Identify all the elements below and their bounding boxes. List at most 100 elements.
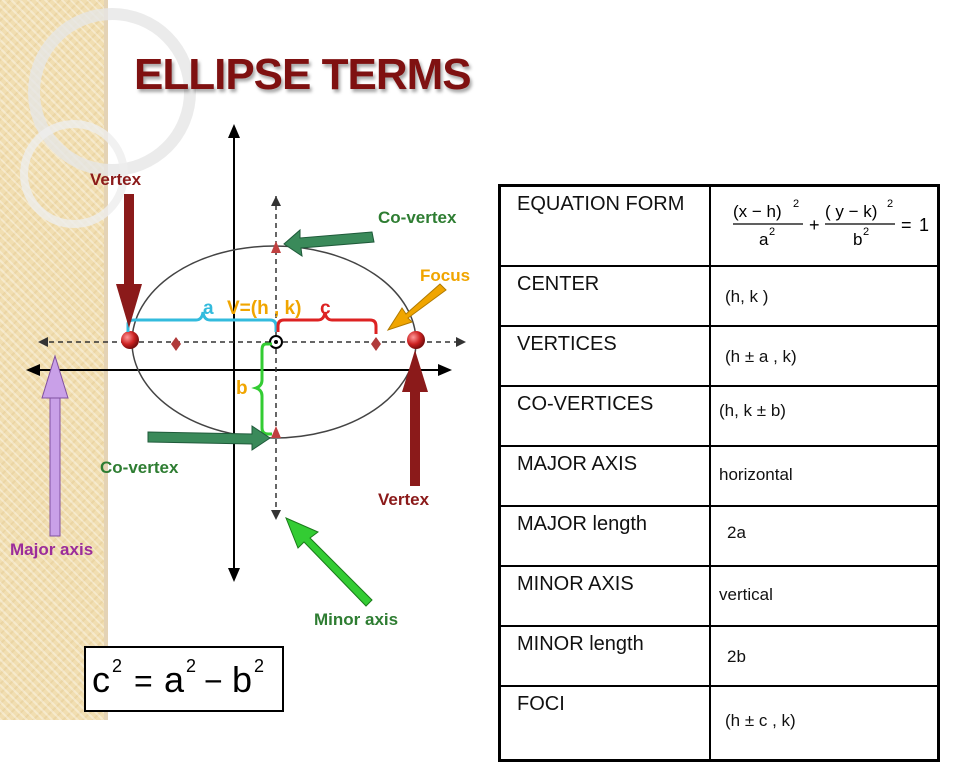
brace-a-label: a — [203, 298, 214, 319]
value-cell: 2b — [709, 625, 940, 687]
center-label: V=(h , k) — [227, 298, 302, 319]
relation-equals: = — [134, 663, 153, 699]
major-axis-arrow-right — [456, 337, 466, 347]
relation-c: c — [92, 659, 110, 700]
term-cell: MINOR length — [498, 625, 711, 687]
eq-b-denominator: b — [853, 230, 862, 249]
equation-form-cell: (x − h) 2 a 2 + ( y − k) 2 b 2 = 1 — [709, 184, 940, 267]
relation-formula-box: c 2 = a 2 − b 2 — [84, 646, 284, 712]
value-cell: (h ± c , k) — [709, 685, 940, 762]
ellipse-diagram — [26, 124, 466, 607]
covertex-top-point — [271, 241, 281, 253]
eq-x-exp: 2 — [793, 198, 799, 210]
eq-y-numerator: ( y − k) — [825, 202, 877, 221]
term-cell: VERTICES — [498, 325, 711, 387]
term-cell: FOCI — [498, 685, 711, 762]
value-text: (h, k ) — [725, 287, 769, 306]
focus-right-point — [371, 337, 381, 351]
major-axis-arrow-shaft — [49, 395, 61, 537]
table-row: MAJOR AXIS horizontal — [498, 445, 940, 507]
relation-b-exp: 2 — [254, 656, 264, 676]
table-row: CENTER (h, k ) — [498, 265, 940, 327]
vertex-right-point — [407, 331, 425, 349]
brace-b — [251, 342, 272, 436]
table-row: EQUATION FORM (x − h) 2 a 2 + ( y − k) 2… — [498, 184, 940, 267]
sidebar-circle-small — [20, 120, 128, 228]
covertex-bottom-arrow — [147, 425, 271, 451]
relation-b: b — [232, 659, 252, 700]
minor-axis-arrow-bottom — [271, 510, 281, 520]
eq-b-exp: 2 — [863, 226, 869, 238]
minor-axis-label: Minor axis — [314, 610, 399, 629]
vertex-left-arrow-head — [116, 284, 142, 328]
value-cell: horizontal — [709, 445, 940, 507]
term-cell: CO-VERTICES — [498, 385, 711, 447]
term-cell: CENTER — [498, 265, 711, 327]
minor-axis-arrow-top — [271, 196, 281, 206]
vertex-left-label: Vertex — [90, 170, 142, 189]
covertex-bottom-point — [271, 426, 281, 438]
focus-arrow — [386, 283, 447, 331]
value-text: horizontal — [719, 465, 793, 484]
table-row: CO-VERTICES (h, k ± b) — [498, 385, 940, 447]
value-text: 2b — [727, 647, 746, 666]
decorative-sidebar — [0, 0, 104, 720]
relation-c-exp: 2 — [112, 656, 122, 676]
value-text: (h ± c , k) — [725, 711, 796, 730]
vertex-left-point — [121, 331, 139, 349]
ellipse-terms-table: EQUATION FORM (x − h) 2 a 2 + ( y − k) 2… — [498, 184, 940, 762]
sidebar-edge — [104, 0, 108, 720]
term-cell: MAJOR AXIS — [498, 445, 711, 507]
sidebar-circle-large — [28, 8, 196, 176]
relation-formula: c 2 = a 2 − b 2 — [92, 656, 264, 700]
table-row: MINOR AXIS vertical — [498, 565, 940, 627]
vertex-right-arrow-shaft — [410, 390, 420, 486]
x-axis-arrow-left — [26, 364, 40, 376]
focus-label: Focus — [420, 266, 471, 285]
covertex-top-arrow — [283, 228, 375, 258]
minor-axis-arrow — [285, 517, 373, 607]
value-text: vertical — [719, 585, 773, 604]
sidebar-circles — [20, 8, 196, 228]
eq-equals: = — [901, 215, 912, 235]
x-axis-arrow-right — [438, 364, 452, 376]
eq-one: 1 — [919, 215, 929, 235]
covertex-bottom-label: Co-vertex — [100, 458, 179, 477]
vertex-left-arrow-shaft — [124, 194, 134, 284]
center-dot — [274, 340, 278, 344]
eq-plus: + — [809, 215, 820, 235]
vertex-right-label: Vertex — [378, 490, 430, 509]
value-text: (h, k ± b) — [719, 401, 786, 420]
relation-a: a — [164, 659, 185, 700]
term-cell: MINOR AXIS — [498, 565, 711, 627]
value-cell: (h, k ± b) — [709, 385, 940, 447]
equation-form-formula: (x − h) 2 a 2 + ( y − k) 2 b 2 = 1 — [733, 198, 929, 249]
major-axis-label: Major axis — [10, 540, 94, 559]
vertex-right-arrow-head — [402, 350, 428, 392]
major-axis-arrow-head — [41, 354, 69, 399]
table-row: VERTICES (h ± a , k) — [498, 325, 940, 387]
table-row: MINOR length 2b — [498, 625, 940, 687]
term-cell: MAJOR length — [498, 505, 711, 567]
eq-y-exp: 2 — [887, 198, 893, 210]
relation-a-exp: 2 — [186, 656, 196, 676]
y-axis-arrow-bottom — [228, 568, 240, 582]
eq-a-exp: 2 — [769, 226, 775, 238]
brace-b-label: b — [236, 378, 248, 399]
value-cell: (h ± a , k) — [709, 325, 940, 387]
value-text: (h ± a , k) — [725, 347, 797, 366]
table-row: FOCI (h ± c , k) — [498, 685, 940, 762]
page-title: ELLIPSE TERMS — [134, 50, 472, 99]
focus-left-point — [171, 337, 181, 351]
eq-x-numerator: (x − h) — [733, 202, 782, 221]
value-cell: 2a — [709, 505, 940, 567]
value-cell: vertical — [709, 565, 940, 627]
covertex-top-label: Co-vertex — [378, 208, 457, 227]
eq-a-denominator: a — [759, 230, 769, 249]
relation-minus: − — [204, 663, 223, 699]
y-axis-arrow-top — [228, 124, 240, 138]
brace-c-label: c — [320, 298, 331, 319]
major-axis-arrow-left — [38, 337, 48, 347]
table-row: MAJOR length 2a — [498, 505, 940, 567]
value-text: 2a — [727, 523, 746, 542]
